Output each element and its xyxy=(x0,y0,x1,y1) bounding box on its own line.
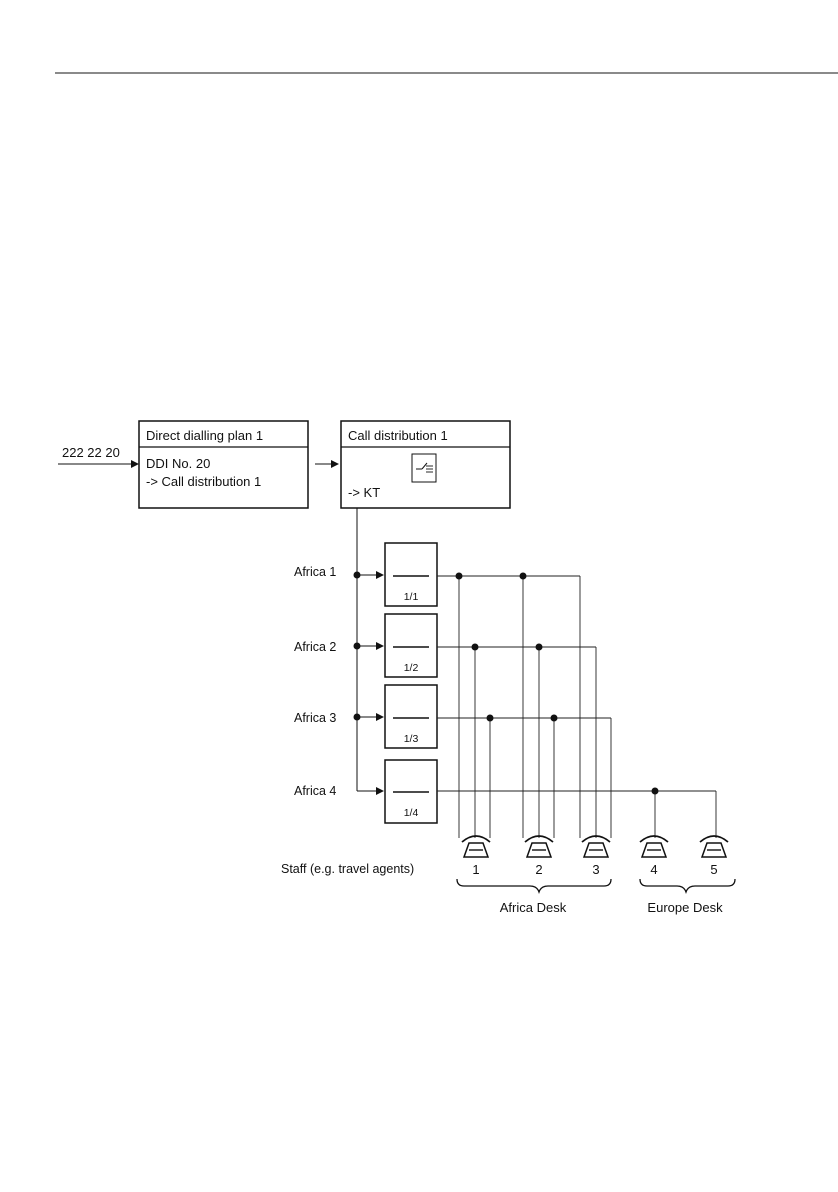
group-label-1: Africa 1 xyxy=(294,565,336,579)
group-box-4: 1/4 xyxy=(385,760,437,823)
group-box-1: 1/1 xyxy=(385,543,437,606)
africa-desk-brace xyxy=(457,879,611,892)
ddi-box-line2: -> Call distribution 1 xyxy=(146,474,261,489)
telephone-icon xyxy=(640,836,668,857)
ddi-box: Direct dialling plan 1 DDI No. 20 -> Cal… xyxy=(139,421,308,508)
phone-number-4: 4 xyxy=(650,862,657,877)
europe-desk-brace xyxy=(640,879,735,892)
incoming-arrow-head xyxy=(131,460,139,468)
switch-icon xyxy=(412,454,436,482)
ddi-box-line1: DDI No. 20 xyxy=(146,456,210,471)
telephone-icon xyxy=(462,836,490,857)
cd-box: Call distribution 1 -> KT xyxy=(341,421,510,508)
cd-box-title: Call distribution 1 xyxy=(348,428,448,443)
group-label-3: Africa 3 xyxy=(294,711,336,725)
group-number-2: 1/2 xyxy=(404,662,419,674)
africa-desk-label: Africa Desk xyxy=(500,900,567,915)
junction-dots xyxy=(456,573,659,795)
cd-box-target: -> KT xyxy=(348,485,380,500)
phone-wiring xyxy=(459,576,716,838)
group-box-2: 1/2 xyxy=(385,614,437,677)
group-number-4: 1/4 xyxy=(404,807,419,819)
group-wiring xyxy=(437,576,716,791)
group-number-3: 1/3 xyxy=(404,733,419,745)
group-box-3: 1/3 xyxy=(385,685,437,748)
group-arrows xyxy=(354,571,385,795)
staff-label: Staff (e.g. travel agents) xyxy=(281,862,414,876)
group-number-1: 1/1 xyxy=(404,591,419,603)
group-label-2: Africa 2 xyxy=(294,640,336,654)
telephone-icon xyxy=(700,836,728,857)
ddi-to-cd-arrow-head xyxy=(331,460,339,468)
incoming-number: 222 22 20 xyxy=(62,445,120,460)
telephone-icon xyxy=(582,836,610,857)
telephone-icon xyxy=(525,836,553,857)
phone-number-1: 1 xyxy=(472,862,479,877)
phone-number-2: 2 xyxy=(535,862,542,877)
ddi-box-title: Direct dialling plan 1 xyxy=(146,428,263,443)
phone-number-3: 3 xyxy=(592,862,599,877)
phone-number-5: 5 xyxy=(710,862,717,877)
group-label-4: Africa 4 xyxy=(294,784,336,798)
europe-desk-label: Europe Desk xyxy=(647,900,723,915)
